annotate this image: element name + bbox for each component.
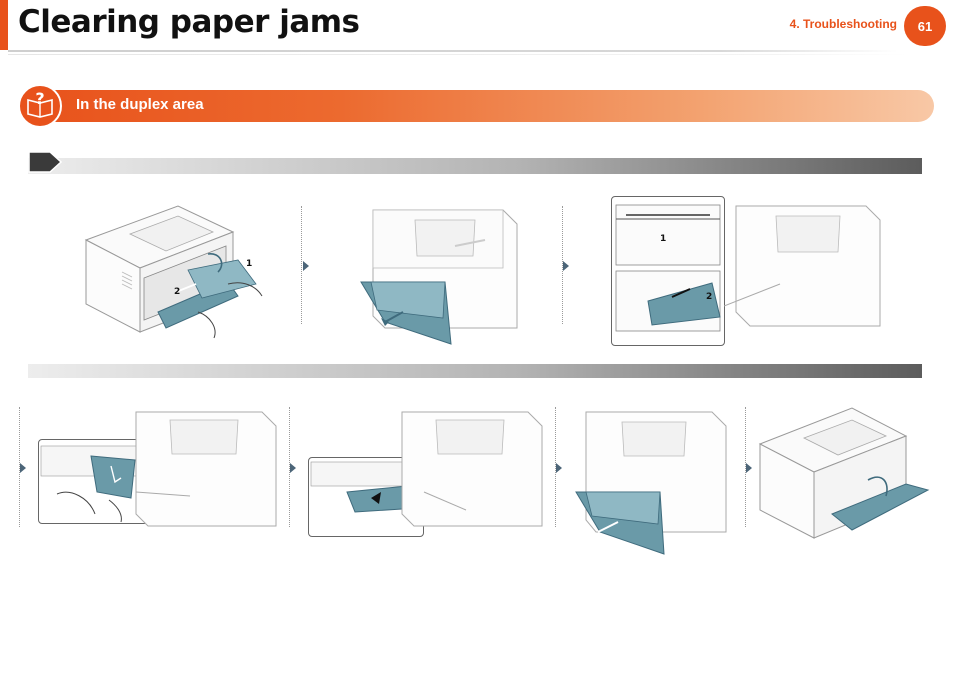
header-divider <box>8 50 898 52</box>
inset-frame-jam-cavity: 1 2 <box>611 196 725 346</box>
next-step-arrow-icon <box>563 261 569 271</box>
step-divider <box>745 407 746 527</box>
step-divider <box>301 206 302 324</box>
step-arrow-icon <box>28 151 62 173</box>
next-step-arrow-icon <box>290 463 296 473</box>
header-divider-secondary <box>8 54 908 55</box>
next-step-arrow-icon <box>746 463 752 473</box>
callout-2b: 2 <box>706 292 712 302</box>
header-accent-bar <box>0 0 8 50</box>
illustration-remove-tray <box>360 209 518 345</box>
callout-2: 2 <box>174 287 180 297</box>
illustration-rear-pull-paper: 1 2 <box>84 205 263 339</box>
next-step-arrow-icon <box>20 463 26 473</box>
chapter-link[interactable]: 4. Troubleshooting <box>789 17 897 31</box>
page-number-badge: 61 <box>904 6 946 46</box>
next-step-arrow-icon <box>303 261 309 271</box>
step-divider <box>289 407 290 527</box>
section-header-bar <box>22 90 934 122</box>
next-step-arrow-icon <box>556 463 562 473</box>
page-title: Clearing paper jams <box>18 4 360 40</box>
step-row-1-bar <box>28 158 922 174</box>
step-divider <box>19 407 20 527</box>
svg-text:?: ? <box>35 89 44 108</box>
step-row-2-bar <box>28 364 922 378</box>
callout-1b: 1 <box>660 234 666 244</box>
section-title: In the duplex area <box>76 96 204 113</box>
callout-1: 1 <box>246 259 252 269</box>
question-book-icon: ? <box>18 84 62 128</box>
step-divider <box>562 206 563 324</box>
page-number: 61 <box>917 18 933 34</box>
step-divider <box>555 407 556 527</box>
